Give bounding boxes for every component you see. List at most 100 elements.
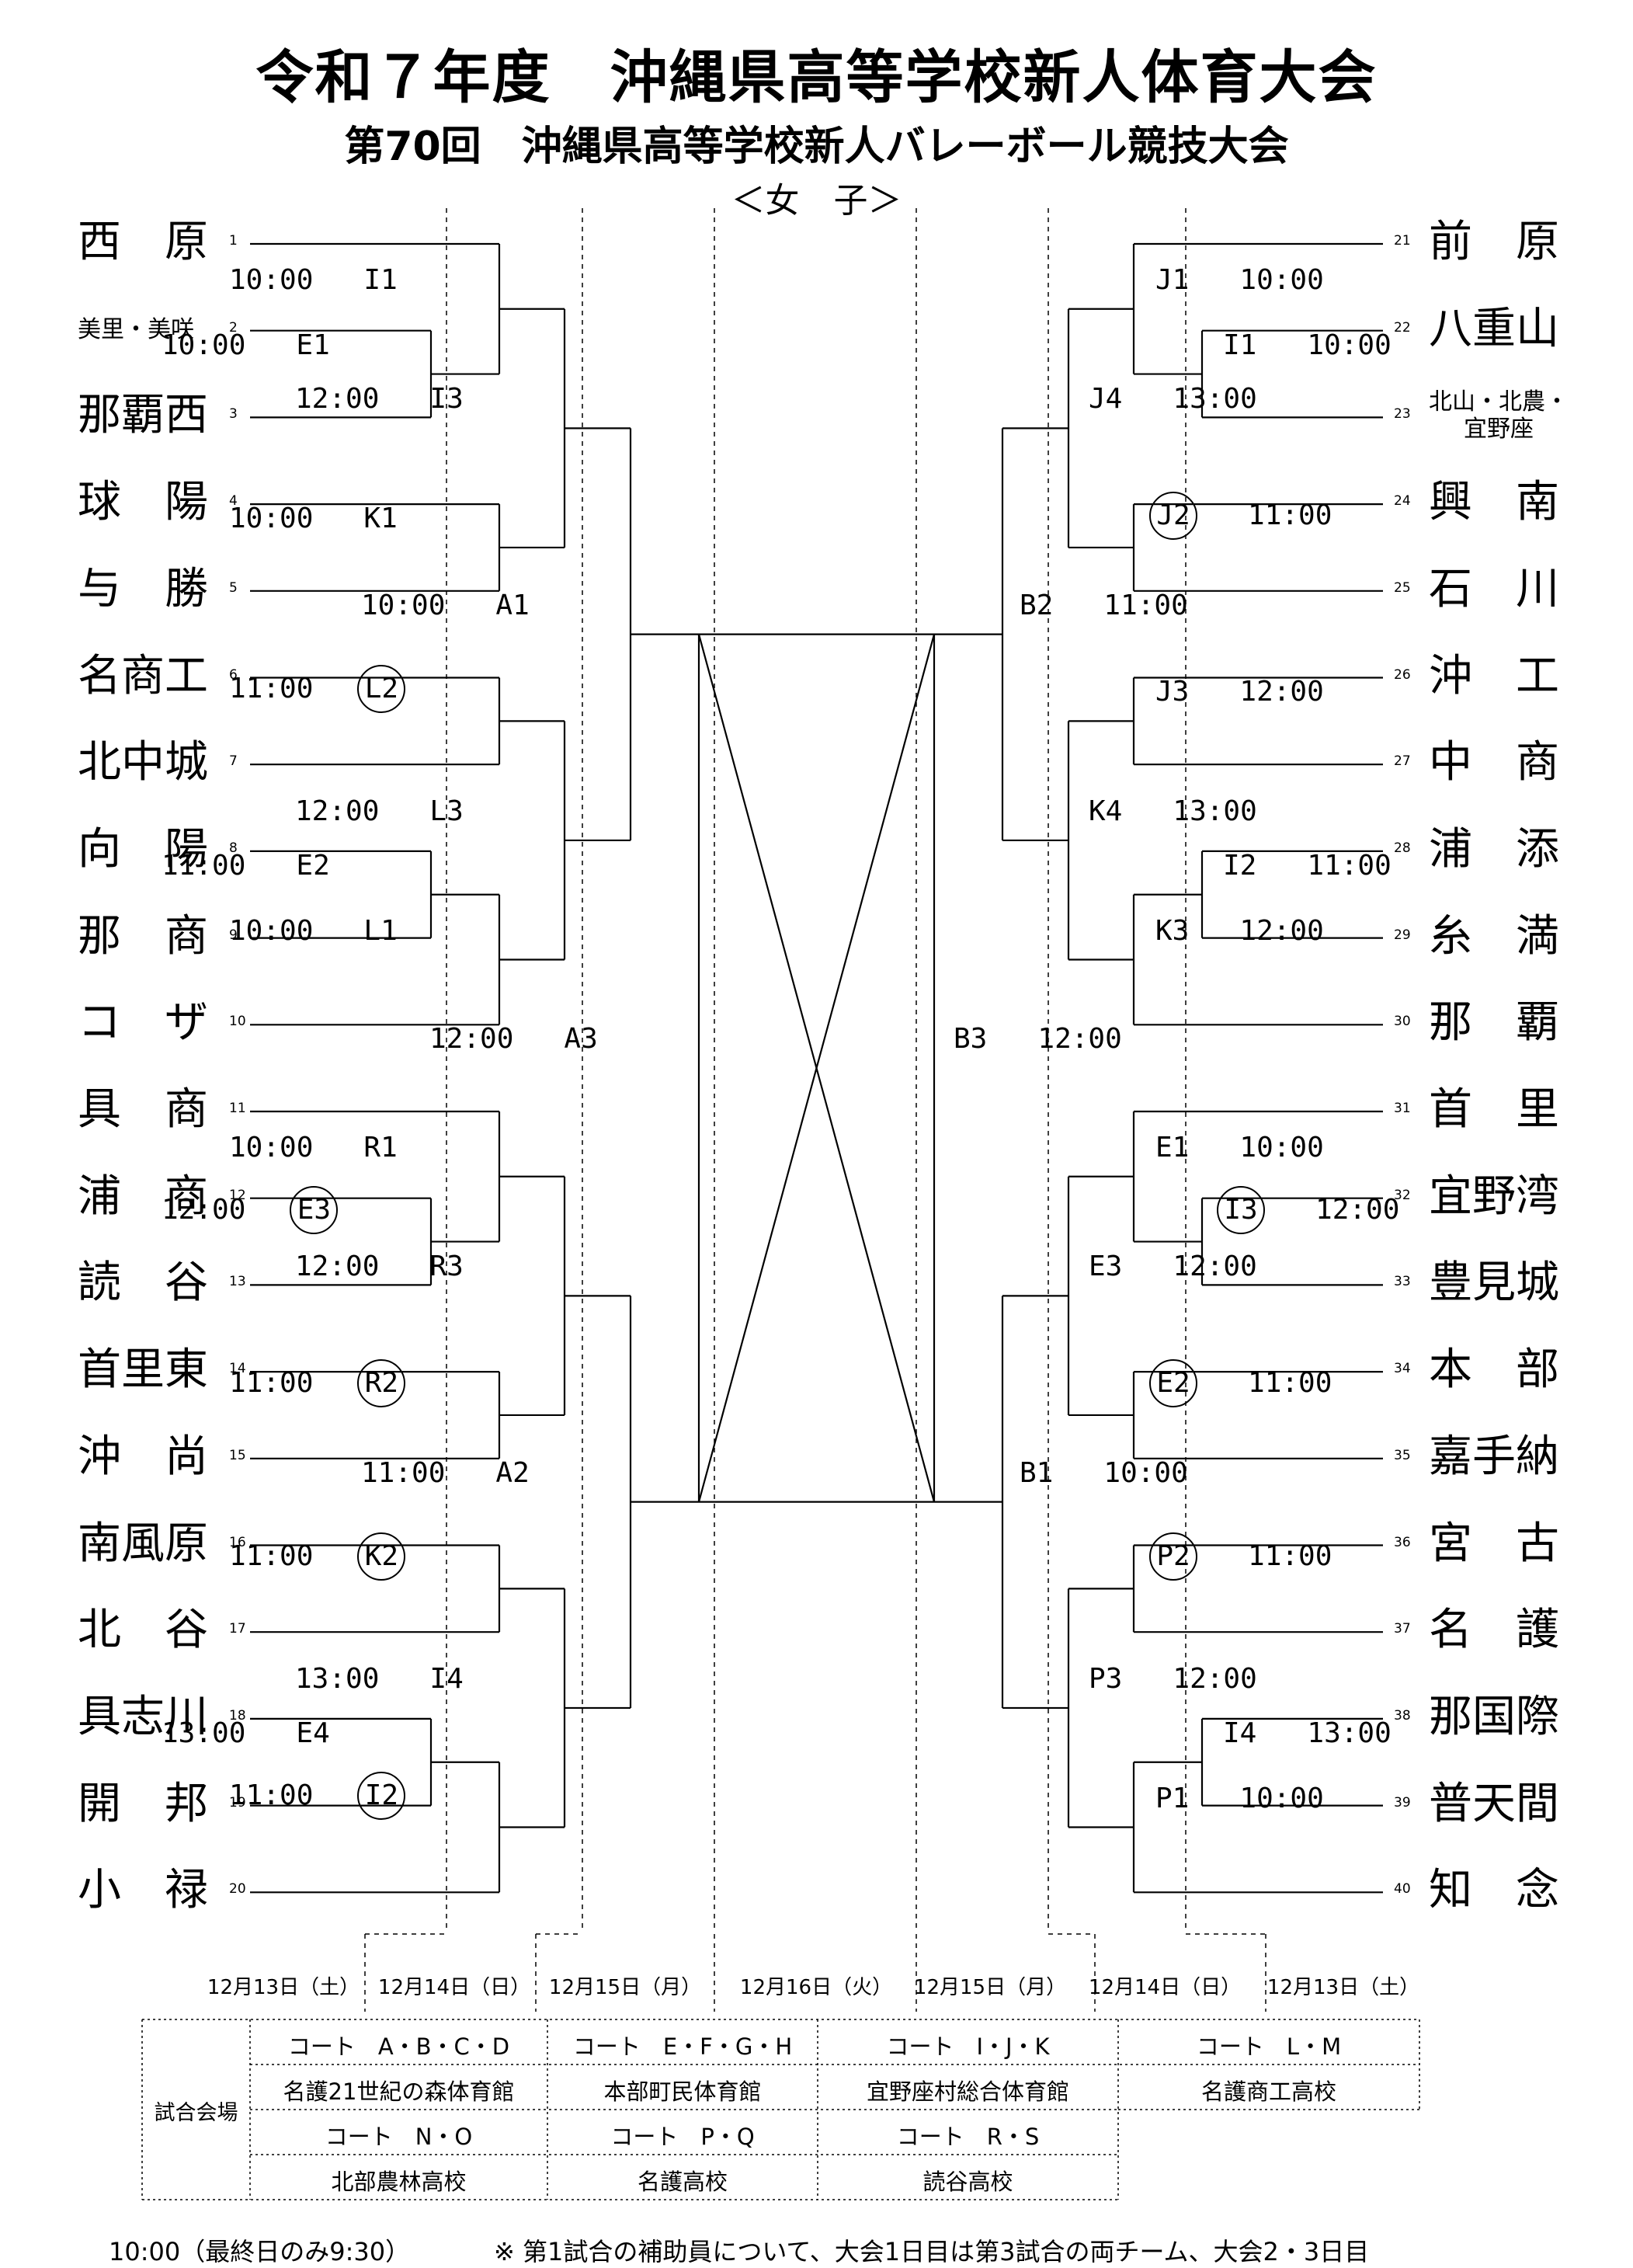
team-name: 本 部 <box>1429 1344 1559 1396</box>
match-id: K4 <box>1089 795 1123 827</box>
seed-number: 11 <box>229 1101 246 1116</box>
match-time: 11:00 <box>229 1540 314 1573</box>
match-time: 13:00 <box>295 1662 380 1695</box>
match-time: 10:00 <box>1103 1456 1188 1489</box>
spacer <box>1256 329 1307 361</box>
team-name: コ ザ <box>78 997 208 1049</box>
seed-number: 29 <box>1394 927 1411 943</box>
team-name: 北山・北農・ 宜野座 <box>1429 388 1569 443</box>
team-name: 具 商 <box>78 1084 208 1135</box>
seed-number: 3 <box>229 406 238 423</box>
match-label: E1 10:00 <box>1155 1132 1324 1164</box>
seed-number: 5 <box>229 579 238 596</box>
venue-cell: コート A・B・C・D <box>287 2033 510 2060</box>
seed-number: 2 <box>229 319 238 336</box>
match-label: J4 13:00 <box>1089 383 1257 415</box>
seed-number: 38 <box>1394 1707 1411 1724</box>
seed-number: 9 <box>229 927 238 943</box>
match-time: 12:00 <box>295 795 380 827</box>
match-id: J4 <box>1089 383 1123 416</box>
team-name: 宜野湾 <box>1429 1171 1559 1222</box>
footer-note-right: ※ 第1試合の補助員について、大会1日目は第3試合の両チーム、大会2・3日目 <box>494 2237 1370 2266</box>
seed-number: 26 <box>1394 666 1411 683</box>
team-name: 開 邦 <box>78 1778 208 1829</box>
date-label: 12月13日（土） <box>207 1976 360 1999</box>
match-label: P1 10:00 <box>1155 1783 1324 1814</box>
match-time: 10:00 <box>1239 1782 1324 1814</box>
match-id: R3 <box>429 1251 464 1283</box>
team-name: 糸 満 <box>1429 910 1559 962</box>
footer-note-left: 10:00（最終日のみ9:30） <box>109 2237 411 2266</box>
team-name: 名 護 <box>1429 1605 1559 1656</box>
bracket-line <box>697 634 936 1502</box>
match-time: 11:00 <box>229 673 314 705</box>
match-id: B1 <box>1020 1456 1054 1489</box>
match-id: K3 <box>1155 914 1190 947</box>
spacer <box>379 1663 429 1695</box>
match-label: 11:00 E2 <box>162 850 330 882</box>
team-name: 北中城 <box>78 737 208 788</box>
team-name: 那 商 <box>78 910 208 962</box>
match-label: 10:00 K1 <box>229 503 398 534</box>
team-name: 西 原 <box>78 217 208 267</box>
seed-number: 28 <box>1394 840 1411 856</box>
match-label: J2 11:00 <box>1149 491 1332 540</box>
seed-number: 40 <box>1394 1881 1411 1898</box>
match-label: 10:00 E1 <box>162 329 330 361</box>
spacer <box>1189 676 1239 708</box>
venue-cell: 北部農林高校 <box>331 2169 467 2195</box>
match-time: 12:00 <box>1037 1023 1122 1056</box>
venue-cell: コート L・M <box>1196 2033 1342 2060</box>
match-time: 13:00 <box>1173 795 1257 827</box>
spacer <box>313 915 363 947</box>
venue-cell: 宜野座村総合体育館 <box>866 2078 1069 2105</box>
match-label: 12:00 I3 <box>295 383 464 415</box>
spacer <box>1197 499 1248 531</box>
match-label: 12:00 L3 <box>295 795 464 827</box>
team-name: 石 川 <box>1429 563 1559 614</box>
match-time: 12:00 <box>1239 676 1324 708</box>
date-label: 12月14日（日） <box>1088 1976 1242 1999</box>
seed-number: 36 <box>1394 1534 1411 1550</box>
team-name: 小 禄 <box>78 1865 208 1916</box>
match-label: 11:00 K2 <box>229 1532 406 1581</box>
match-id: K2 <box>357 1532 406 1581</box>
match-id: I4 <box>1223 1717 1257 1749</box>
venue-cell: 読谷高校 <box>922 2169 1013 2195</box>
seed-number: 4 <box>229 493 238 510</box>
team-name: 豊見城 <box>1429 1257 1559 1309</box>
spacer <box>245 1717 296 1749</box>
seed-number: 14 <box>229 1361 246 1377</box>
match-id: J3 <box>1155 676 1190 708</box>
team-name: 南風原 <box>78 1518 208 1569</box>
match-time: 11:00 <box>1307 849 1392 882</box>
match-id: I4 <box>429 1662 464 1695</box>
spacer <box>1122 1251 1173 1282</box>
spacer <box>1189 1783 1239 1814</box>
match-id: B2 <box>1020 589 1054 621</box>
match-time: 11:00 <box>162 849 246 882</box>
team-name: 沖 工 <box>1429 650 1559 701</box>
match-label: K3 12:00 <box>1155 915 1324 947</box>
match-id: E2 <box>296 849 330 882</box>
seed-number: 10 <box>229 1014 246 1030</box>
seed-number: 6 <box>229 666 238 683</box>
team-name: 普天間 <box>1429 1778 1559 1829</box>
team-name: 宮 古 <box>1429 1518 1559 1569</box>
spacer <box>313 673 363 704</box>
spacer <box>379 383 429 415</box>
match-id: I3 <box>429 383 464 416</box>
match-id: L2 <box>357 665 406 714</box>
spacer <box>1256 850 1307 882</box>
team-name: 那 覇 <box>1429 997 1559 1049</box>
spacer <box>313 503 363 534</box>
match-id: I3 <box>1217 1185 1265 1234</box>
team-name: 沖 尚 <box>78 1431 208 1482</box>
spacer <box>1189 915 1239 947</box>
team-name: 北 谷 <box>78 1605 208 1656</box>
match-id: A1 <box>495 589 530 621</box>
team-name: 球 陽 <box>78 477 208 528</box>
match-id: I2 <box>357 1771 406 1820</box>
team-name: 浦 添 <box>1429 823 1559 875</box>
match-id: E4 <box>296 1717 330 1749</box>
